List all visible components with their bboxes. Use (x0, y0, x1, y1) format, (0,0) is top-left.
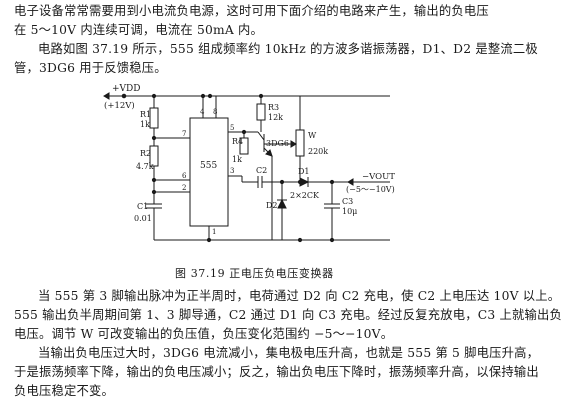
chip-label: 555 (200, 161, 217, 171)
capacitor-c3 (324, 203, 340, 209)
r1-value: 1k (140, 120, 150, 129)
r2-label: R2 (140, 149, 151, 158)
intro-line: 电子设备常常需要用到小电流负电源，这时可用下面介绍的电路来产生，输出的负电压 (14, 4, 489, 18)
vout-range: (−5～−10V) (346, 185, 395, 194)
c3-label: C3 (342, 197, 353, 206)
capacitor-c1 (146, 203, 162, 209)
pin-3: 3 (230, 167, 234, 175)
transistor-3dg6 (257, 131, 290, 240)
intro-line: 电路如图 37.19 所示，555 组成频率约 10kHz 的方波多谐振荡器，D… (38, 42, 538, 56)
r3-label: R3 (268, 103, 279, 112)
pin-7: 7 (182, 130, 186, 138)
pin-6: 6 (182, 172, 187, 180)
circuit-diagram: +VDD (+12V) R1 1k R2 4.7k C1 0.01 555 7 … (103, 84, 395, 243)
d2-label: D2 (266, 201, 278, 210)
r4-value: 1k (232, 155, 242, 164)
r3-value: 12k (268, 113, 283, 122)
r4-label: R4 (232, 137, 243, 146)
intro-paragraph: 电子设备常常需要用到小电流负电源，这时可用下面介绍的电路来产生，输出的负电压 在… (14, 2, 538, 78)
ic-555 (189, 117, 229, 227)
transistor-label: 3DG6 (266, 139, 289, 148)
potentiometer-w (295, 129, 305, 157)
resistor-r1 (149, 107, 159, 129)
diode-type: 2×2CK (290, 191, 320, 200)
figure-caption: 图 37.19 正电压负电压变换器 (175, 267, 334, 280)
diode-d1 (299, 177, 310, 187)
pot-label: W (308, 131, 317, 140)
diode-d2 (277, 198, 287, 209)
c1-label: C1 (137, 202, 148, 211)
r1-label: R1 (140, 110, 151, 119)
intro-line: 在 5～10V 内连续可调，电流在 50mA 内。 (14, 23, 264, 37)
body-line: 当输出负电压过大时，3DG6 电流减小，集电极电压升高，也就是 555 第 5 … (38, 346, 540, 360)
body-line: 于是振荡频率下降，输出的负电压减小；反之，输出负电压下降时，振荡频率升高，以保持… (14, 365, 539, 379)
resistor-r4 (239, 137, 249, 155)
vout-label: −VOUT (362, 172, 395, 182)
body-line: 电压。调节 W 可改变输出的负压值，负压变化范围约 −5～−10V。 (14, 327, 394, 341)
c2-label: C2 (256, 166, 267, 175)
vdd-label: +VDD (112, 84, 140, 94)
body-line: 555 输出负半周期间第 1、3 脚导通，C2 通过 D1 向 C3 充电。经过… (14, 308, 562, 322)
vdd-value: (+12V) (104, 100, 135, 111)
pin-8: 8 (213, 108, 217, 116)
pin-5: 5 (230, 124, 234, 132)
capacitor-c2 (257, 176, 263, 188)
d1-label: D1 (298, 167, 310, 176)
resistor-r3 (256, 103, 266, 121)
c3-value: 10μ (342, 207, 357, 216)
pin-2: 2 (182, 184, 186, 192)
pin-1: 1 (212, 228, 216, 236)
pot-value: 220k (308, 147, 328, 156)
r2-value: 4.7k (136, 162, 154, 171)
body-line: 负电压稳定不变。 (14, 384, 114, 398)
body-line: 当 555 第 3 脚输出脉冲为正半周时，电荷通过 D2 向 C2 充电，使 C… (38, 289, 561, 303)
body-paragraph-1: 当 555 第 3 脚输出脉冲为正半周时，电荷通过 D2 向 C2 充电，使 C… (14, 287, 562, 344)
intro-line: 管，3DG6 用于反馈稳压。 (14, 61, 167, 75)
c1-value: 0.01 (134, 214, 152, 223)
body-paragraph-2: 当输出负电压过大时，3DG6 电流减小，集电极电压升高，也就是 555 第 5 … (14, 344, 540, 401)
